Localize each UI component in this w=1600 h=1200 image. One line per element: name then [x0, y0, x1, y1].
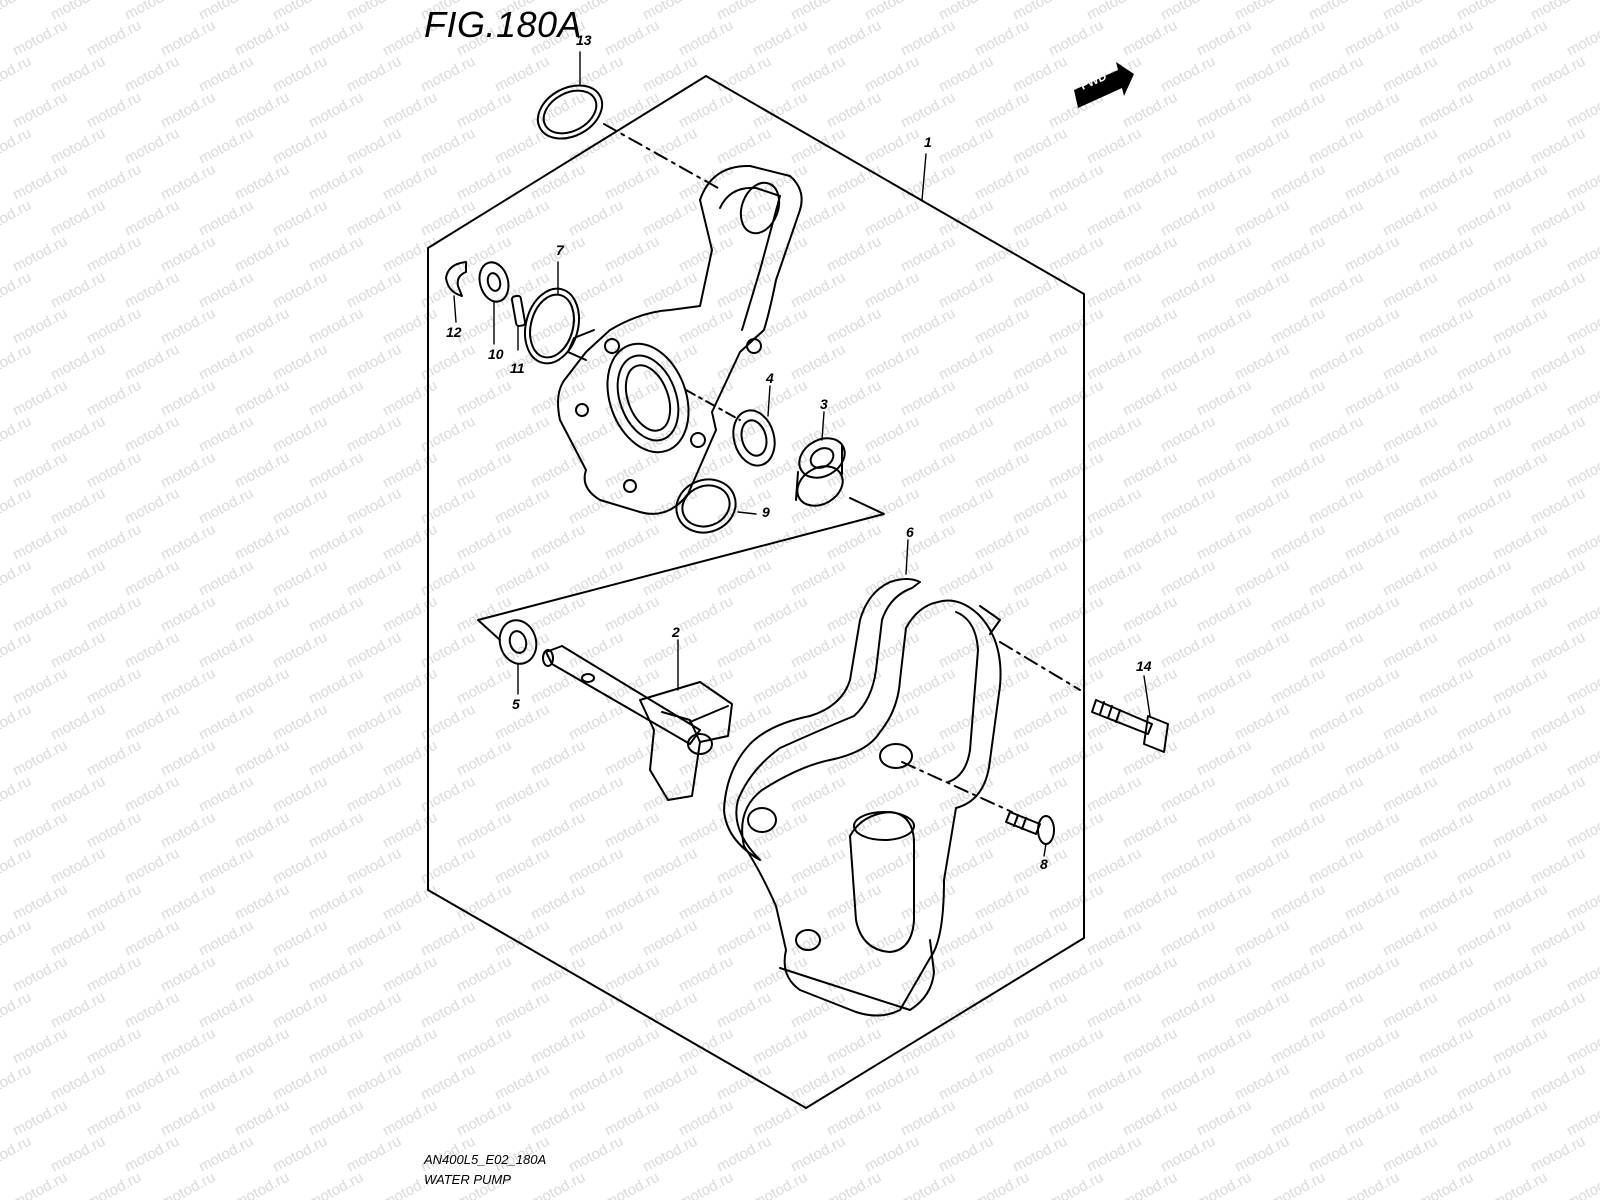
figure-code: AN400L5_E02_180A [424, 1152, 547, 1167]
callout-7: 7 [556, 242, 564, 258]
callout-8: 8 [1040, 856, 1048, 872]
callout-5: 5 [512, 696, 520, 712]
assembly-frame [427, 75, 1085, 1109]
callout-10: 10 [488, 346, 504, 362]
part-9-o-ring [675, 478, 737, 534]
part-14-bolt [1091, 699, 1169, 753]
callout-4: 4 [766, 370, 774, 386]
pump-cover [741, 599, 1002, 1017]
part-8-bolt [1005, 811, 1055, 845]
part-13-o-ring [536, 84, 604, 140]
callout-1: 1 [924, 134, 932, 150]
callout-2: 2 [672, 624, 680, 640]
callout-11: 11 [510, 360, 525, 376]
part-10-washer [478, 261, 510, 303]
callout-12: 12 [446, 324, 462, 340]
callout-6: 6 [906, 524, 914, 540]
callout-14: 14 [1136, 658, 1152, 674]
part-7-o-ring [524, 287, 580, 365]
part-3-mechanical-seal [795, 437, 846, 507]
part-1-pump-housing [557, 164, 803, 515]
callout-9: 9 [762, 504, 770, 520]
callout-3: 3 [820, 396, 828, 412]
part-5-washer [498, 619, 538, 665]
part-11-pin [510, 294, 527, 327]
callout-13: 13 [576, 32, 592, 48]
part-12-circlip [445, 261, 467, 297]
part-2-impeller-shaft [542, 645, 733, 801]
figure-name: WATER PUMP [424, 1172, 511, 1187]
part-4-oil-seal [732, 409, 776, 467]
fwd-arrow-icon [1074, 62, 1134, 108]
part-6-gasket [723, 578, 921, 861]
figure-title: FIG.180A [424, 4, 583, 45]
